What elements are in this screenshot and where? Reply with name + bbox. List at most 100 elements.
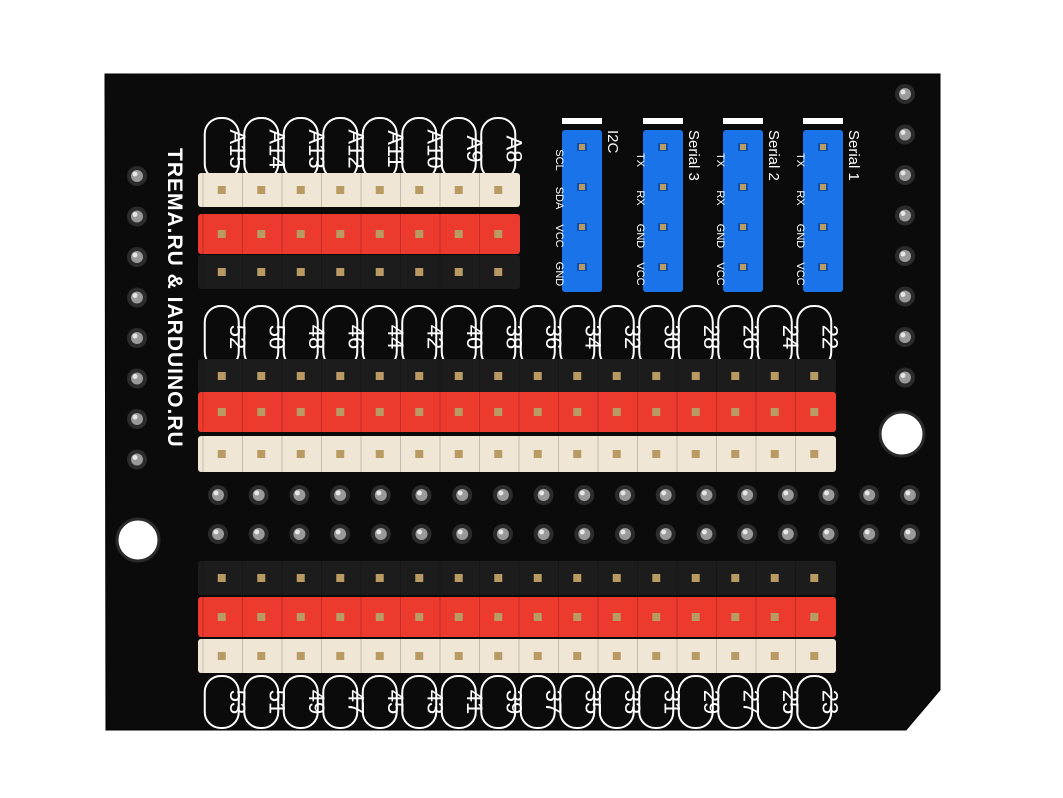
solder-joint	[252, 528, 265, 540]
header-pin	[336, 372, 345, 380]
connector-pin	[740, 224, 746, 230]
connector-pin	[660, 224, 666, 230]
pin-label: 41	[462, 690, 487, 714]
even-header-white	[198, 436, 836, 472]
solder-joint	[131, 251, 143, 263]
header-pin	[257, 652, 266, 660]
solder-joint	[899, 88, 911, 100]
solder-joint	[899, 250, 911, 262]
header-pin	[375, 450, 384, 458]
solder-highlight	[335, 529, 341, 535]
solder-highlight	[376, 490, 382, 496]
pin-label: A11	[383, 130, 408, 168]
solder-joint	[619, 528, 631, 540]
header-pin	[652, 652, 661, 660]
solder-joint	[456, 489, 469, 501]
solder-highlight	[417, 529, 422, 535]
solder-joint	[899, 290, 911, 303]
header-pin	[217, 372, 226, 380]
solder-joint	[822, 528, 835, 540]
solder-highlight	[498, 490, 504, 496]
header-pin	[296, 450, 305, 458]
pin-label: 36	[541, 325, 566, 349]
solder-highlight	[701, 529, 707, 535]
header-pin	[257, 574, 266, 582]
solder-highlight	[900, 130, 906, 135]
header-pin	[810, 613, 819, 621]
solder-joint	[781, 528, 794, 540]
solder-highlight	[661, 529, 667, 535]
connector-pin-label: VCC	[634, 262, 646, 285]
header-pin	[573, 613, 582, 621]
solder-joint	[334, 528, 347, 540]
connector-title: I2C	[604, 130, 621, 154]
connector-pin-label: VCC	[714, 262, 726, 285]
header-pin	[375, 613, 384, 621]
solder-highlight	[132, 293, 138, 298]
solder-highlight	[900, 373, 906, 378]
header-pin	[375, 408, 384, 416]
pin-label-outline	[717, 675, 754, 729]
header-pin	[810, 450, 819, 458]
header-pin	[257, 408, 266, 416]
solder-joint	[899, 331, 911, 343]
solder-highlight	[620, 529, 626, 535]
header-pin	[612, 372, 621, 380]
solder-highlight	[539, 490, 545, 496]
header-pin	[336, 613, 345, 621]
solder-joint	[374, 528, 387, 540]
header-pin	[770, 613, 779, 621]
header-pin	[731, 450, 740, 458]
header-pin	[454, 408, 463, 416]
connector-pin-label: SCL	[553, 149, 565, 170]
solder-highlight	[579, 529, 585, 535]
mounting-hole	[115, 517, 161, 563]
connector-pin-label: VCC	[794, 262, 806, 285]
left-header-pins	[127, 166, 147, 470]
pin-label: 30	[659, 325, 684, 349]
header-pin	[415, 652, 424, 660]
solder-joint	[578, 489, 591, 501]
connector-pin	[740, 264, 746, 270]
pin-label: 24	[778, 325, 803, 349]
solder-joint	[131, 291, 143, 304]
solder-highlight	[132, 171, 138, 177]
connector-pin	[820, 264, 826, 270]
pin-label-outline	[243, 675, 280, 729]
analog-header-black	[198, 255, 520, 289]
solder-joint	[700, 489, 713, 501]
pin-label: 37	[541, 690, 566, 714]
header-pin	[770, 372, 779, 380]
pin-label-outline	[203, 675, 240, 729]
connector-title: Serial 2	[765, 130, 782, 181]
connector-pin	[660, 184, 666, 190]
solder-highlight	[864, 490, 870, 496]
header-pin	[296, 268, 305, 276]
header-pin	[612, 652, 621, 660]
pin-label-outline	[638, 675, 675, 729]
connector-pin	[579, 224, 585, 230]
solder-highlight	[417, 490, 422, 496]
header-pin	[454, 613, 463, 621]
header-pin	[415, 372, 424, 380]
analog-header-white	[198, 173, 520, 207]
pin-label-outline	[756, 675, 793, 729]
header-pin	[454, 652, 463, 660]
pin-label: 43	[422, 690, 447, 714]
header-pin	[454, 268, 463, 276]
header-pin	[573, 574, 582, 582]
solder-highlight	[742, 529, 748, 535]
connector-pin	[740, 144, 746, 150]
header-pin	[731, 613, 740, 621]
solder-joint	[131, 372, 143, 385]
connector-silk-bar	[723, 118, 763, 124]
connector-silk-bar	[562, 118, 602, 124]
solder-joint	[496, 528, 509, 540]
solder-highlight	[864, 529, 870, 535]
header-pin	[810, 574, 819, 582]
header-pin	[691, 408, 700, 416]
solder-joint	[863, 528, 876, 540]
pin-label: 28	[699, 325, 724, 349]
connector-pin	[660, 264, 666, 270]
